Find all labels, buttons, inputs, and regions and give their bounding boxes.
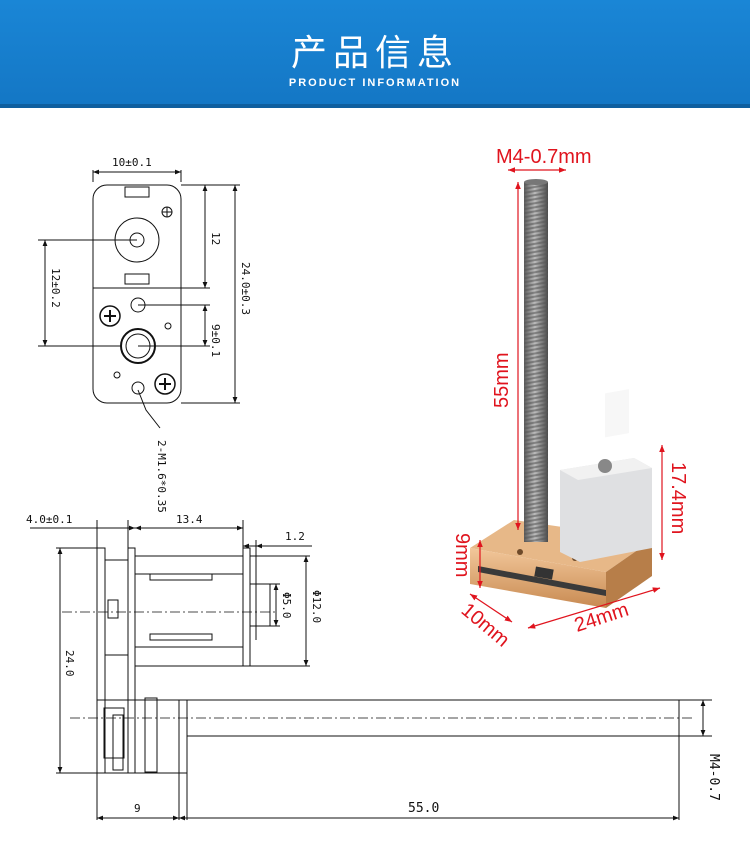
photo-motor-height: 17.4mm [667, 462, 689, 534]
dim-total-height: 24.0±0.3 [239, 262, 252, 315]
dim-side-height: 24.0 [63, 650, 76, 677]
dim-upper-height: 12 [209, 232, 222, 245]
dim-gearbox-width: 4.0±0.1 [26, 513, 72, 526]
dim-motor-length: 13.4 [176, 513, 203, 526]
product-photo [470, 179, 652, 608]
photo-thread: M4-0.7mm [496, 146, 592, 168]
page-title: 产品信息 [290, 33, 459, 74]
photo-gearbox-depth: 10mm [457, 599, 514, 652]
page-subtitle: PRODUCT INFORMATION [288, 77, 462, 89]
dim-thread: M4-0.7 [706, 754, 721, 801]
photo-gearbox-height: 9mm [451, 533, 473, 577]
photo-dimensions [469, 167, 665, 629]
screw-left [99, 305, 121, 327]
side-view-drawing [30, 520, 712, 821]
dim-lower-width: 9 [134, 802, 141, 815]
photo-screw-length: 55mm [491, 352, 513, 408]
screw-right [154, 373, 176, 395]
dim-motor-dia: Φ12.0 [310, 590, 323, 623]
dim-shaft-offset: 12±0.2 [49, 268, 62, 308]
top-view-outline [92, 184, 182, 404]
dim-boss-length: 1.2 [285, 530, 305, 543]
dim-top-width: 10±0.1 [112, 156, 152, 169]
header-banner: 产品信息 PRODUCT INFORMATION [0, 0, 750, 108]
motor-body [134, 555, 244, 667]
dim-boss-dia: Φ5.0 [280, 592, 293, 619]
dim-hole-pitch: 9±0.1 [209, 324, 222, 357]
dim-screw-length: 55.0 [408, 801, 439, 816]
screw-note: 2-M1.6*0.35 [155, 440, 168, 513]
top-view-drawing [38, 169, 240, 429]
